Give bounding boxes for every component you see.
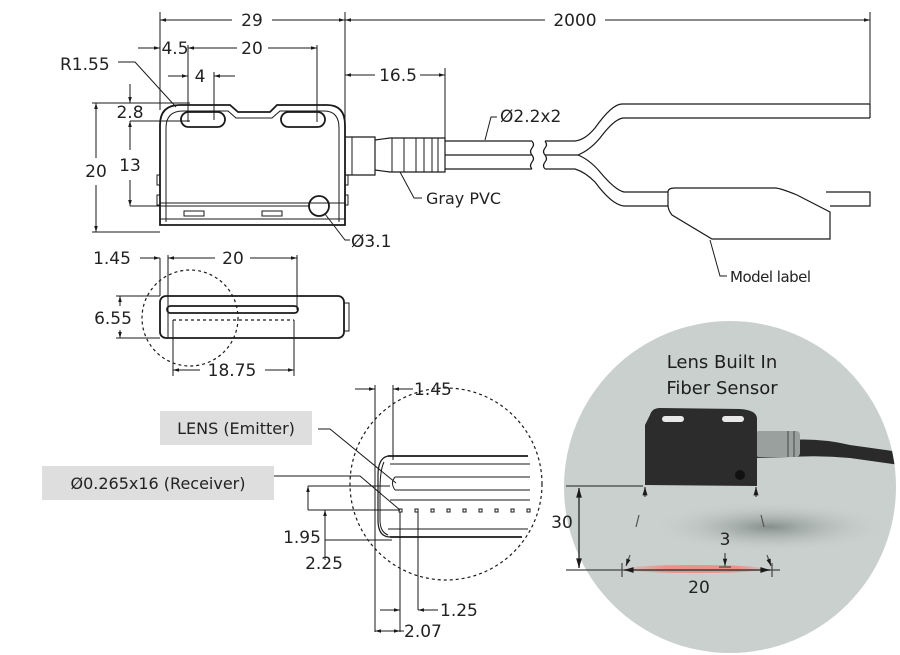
- dim-distance: 30: [551, 513, 573, 533]
- lens-callout: LENS (Emitter): [177, 419, 295, 438]
- gray-pvc-boot: [345, 136, 446, 176]
- dim-corner-radius: R1.55: [60, 55, 110, 75]
- detail-circle-a: [141, 269, 239, 367]
- model-label-tag: [667, 187, 831, 240]
- top-view: 29 2000 20 4.5 4 R1.55 2.8 13: [60, 11, 871, 286]
- dim-array-length: 18.75: [208, 361, 257, 381]
- cable-spec-label: Ø2.2x2: [500, 107, 561, 127]
- dim-207: 2.07: [404, 622, 442, 642]
- front-body: [159, 295, 345, 339]
- dim-hole-width: 4: [195, 67, 206, 87]
- model-label-text: Model label: [730, 268, 811, 286]
- receiver-callout: Ø0.265x16 (Receiver): [70, 474, 245, 493]
- dim-front-offset: 1.45: [93, 249, 131, 269]
- dim-body-height: 20: [85, 162, 107, 182]
- photo-title-line2: Fiber Sensor: [666, 378, 778, 399]
- dim-detail-offset: 1.45: [414, 380, 452, 400]
- dim-195: 1.95: [283, 528, 321, 548]
- dim-225: 2.25: [305, 554, 343, 574]
- cable: [445, 103, 871, 207]
- product-photo-inset: Lens Built In Fiber Sensor 30 20 3: [551, 321, 896, 653]
- dim-thickness: 6.55: [94, 309, 132, 329]
- boot-material-label: Gray PVC: [426, 189, 501, 208]
- dim-hole-height: 2.8: [116, 103, 143, 123]
- mount-slot-left: [180, 111, 226, 128]
- emitter-slot: [166, 305, 299, 314]
- dim-hole-offset: 4.5: [161, 39, 188, 59]
- dim-cable-length: 2000: [553, 11, 596, 31]
- front-view: 1.45 20 6.55 18.75: [93, 249, 350, 381]
- photo-sensor-body: [645, 408, 757, 486]
- dim-overall-width: 29: [241, 11, 263, 31]
- dim-beam-thickness: 3: [720, 530, 731, 550]
- dim-slot-length: 20: [222, 249, 244, 269]
- dim-hole-to-bottom: 13: [119, 156, 141, 176]
- dim-boot-length: 16.5: [379, 66, 417, 86]
- mount-slot-right: [280, 111, 326, 128]
- dim-beam-width: 20: [688, 578, 710, 598]
- detail-circle-b: [349, 387, 543, 581]
- mount-hole: [308, 195, 330, 217]
- detail-view: 1.45 LENS (Emitter) Ø0.265x16 (Receiver)…: [42, 380, 543, 642]
- dim-hole-pitch: 20: [241, 39, 263, 59]
- sensor-body-outline: [159, 104, 346, 226]
- photo-title-line1: Lens Built In: [667, 352, 778, 373]
- beam-spot: [625, 565, 765, 573]
- mount-hole-label: Ø3.1: [351, 232, 391, 252]
- dim-pitch: 1.25: [440, 601, 478, 621]
- receiver-array: [398, 508, 531, 513]
